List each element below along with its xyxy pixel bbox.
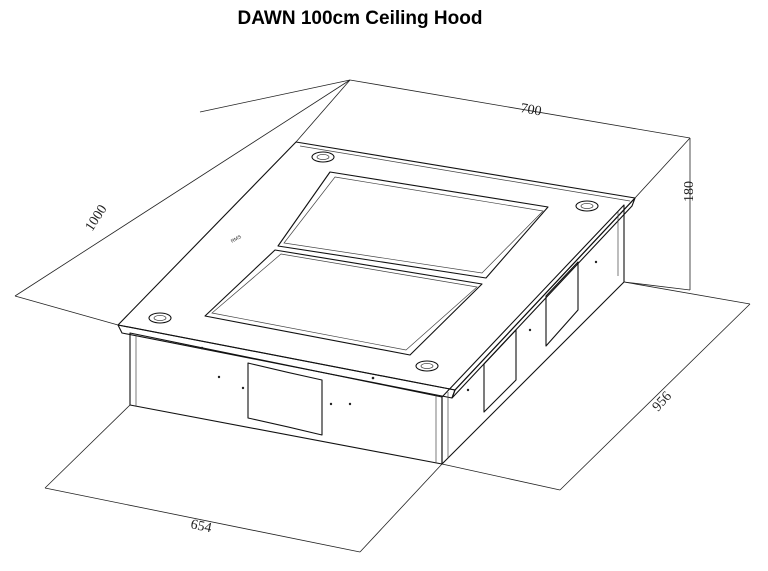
dimension-lines bbox=[14, 79, 751, 553]
glass-panels bbox=[204, 171, 549, 356]
mounting-holes bbox=[148, 151, 599, 372]
diagram-title: DAWN 100cm Ceiling Hood bbox=[237, 8, 483, 29]
hood-base-body bbox=[129, 204, 625, 465]
hood-top-flange bbox=[117, 141, 636, 399]
dim-1000: 1000 bbox=[83, 203, 111, 235]
dim-180: 180 bbox=[682, 181, 697, 202]
side-vents bbox=[466, 260, 598, 413]
dim-654: 654 bbox=[189, 517, 213, 536]
front-vents bbox=[200, 346, 375, 436]
dimension-labels: 700 1000 180 956 654 bbox=[83, 101, 697, 536]
dim-956: 956 bbox=[650, 389, 675, 415]
control-panel-label: RMS bbox=[230, 234, 243, 245]
dim-700: 700 bbox=[519, 101, 542, 119]
